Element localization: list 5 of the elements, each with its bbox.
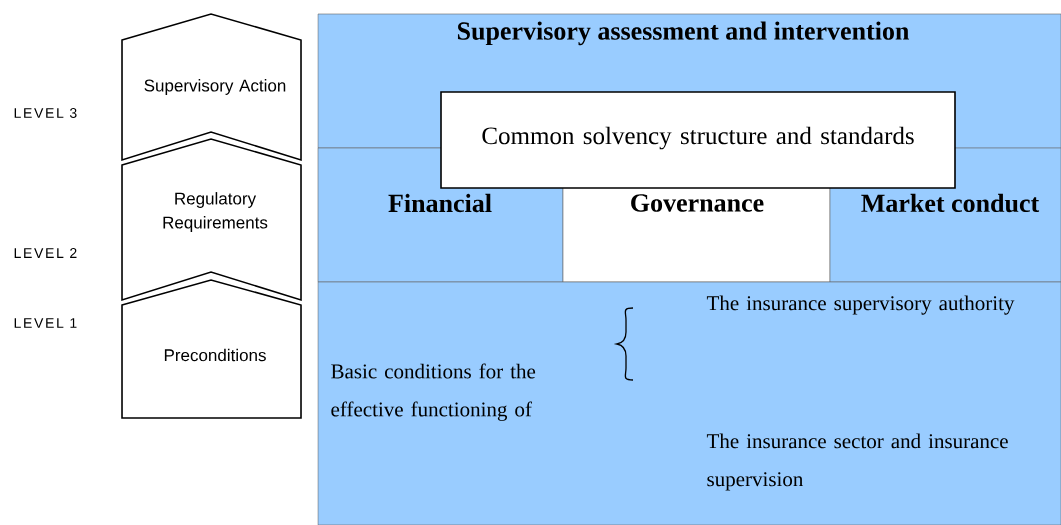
level-label: LEVEL 2 <box>14 248 77 258</box>
standards-box: Common solvency structure and standards <box>440 91 956 189</box>
level-label: LEVEL 1 <box>14 318 77 328</box>
node-label: Market conduct <box>861 193 1040 213</box>
level-label: LEVEL 3 <box>14 108 77 118</box>
